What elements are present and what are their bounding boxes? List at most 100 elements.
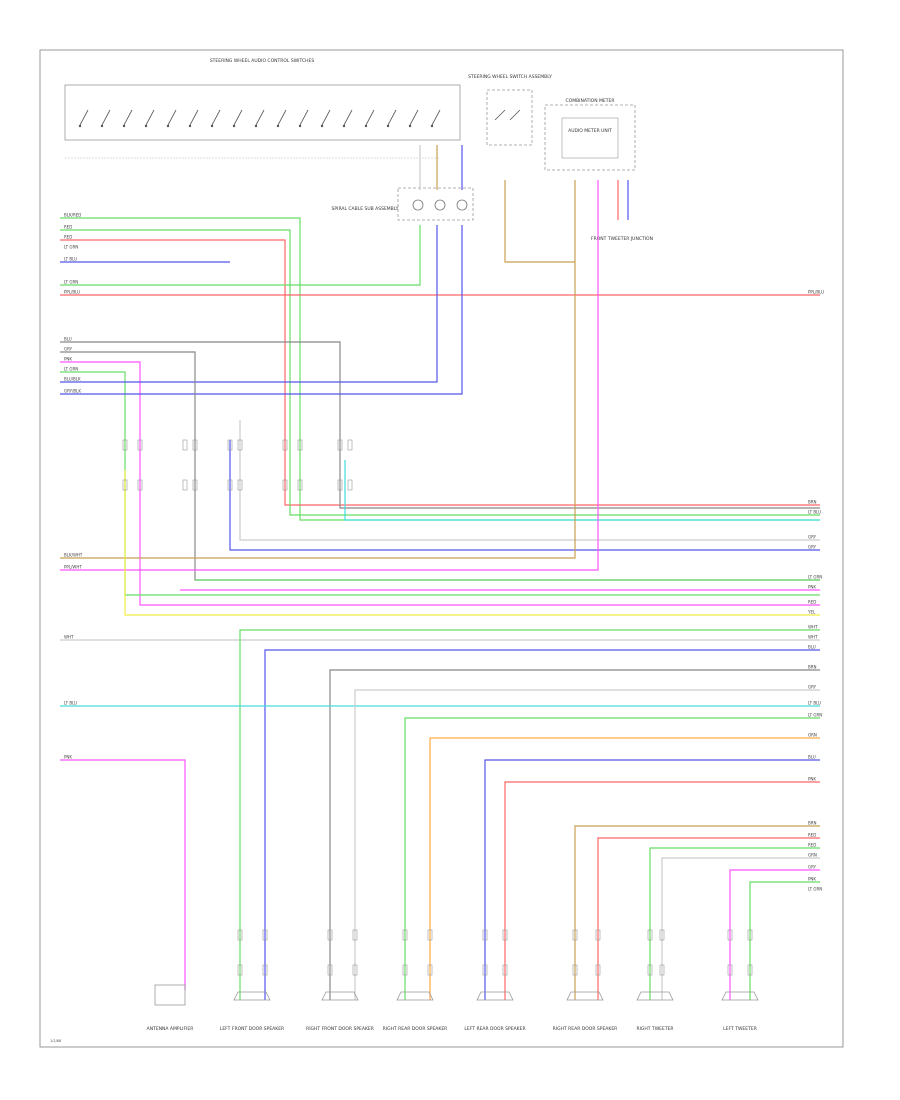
connector-mark [502,964,508,976]
switch-contact-dot [298,124,302,128]
connector-mark [647,929,653,941]
connector-mark [347,439,353,451]
bottom-component-label: RIGHT FRONT DOOR SPEAKER [306,1026,374,1032]
bottom-component-label: RIGHT REAR DOOR SPEAKER [383,1026,448,1032]
left-wire-label: PPL/WHT [64,565,82,570]
wire-blue [264,649,820,1000]
bottom-component-label: RIGHT TWEETER [636,1026,673,1032]
switch-contact [387,109,397,126]
combination-meter-title: COMBINATION METER [566,98,615,104]
left-wire-label: LT GRN [64,280,78,285]
right-wire-label: PNK [808,777,816,782]
wire-lightgray [661,857,820,1000]
switch-contact [101,109,111,126]
connector-mark [182,479,188,491]
wire-gray [60,341,820,509]
wire-green [749,881,820,1000]
wire-yellow [124,470,820,616]
wire-green [239,629,820,1000]
right-wire-label: RED [808,843,816,848]
switch-contact-dot [276,124,280,128]
wire-green [404,717,820,1000]
left-wire-label: LT GRN [64,245,78,250]
wire-pink [729,869,820,1000]
wire-blue [60,225,438,383]
steering-wheel-switch-box: STEERING WHEEL SWITCH ASSEMBLY [468,74,552,146]
connector-mark [572,964,578,976]
connector-mark [352,964,358,976]
switch-contact [277,109,287,126]
left-wire-label: BLK/RED [64,213,81,218]
switch-contact-dot [364,124,368,128]
wire-lightgray [239,420,820,541]
front-tweeter-jct-title: FRONT TWEETER JUNCTION [591,236,653,242]
left-wire-label: RED [64,235,72,240]
spiral-cable: SPIRAL CABLE SUB ASSEMBLY [332,187,474,221]
left-wire-label: LT BLU [64,257,77,262]
connector-mark [337,479,343,491]
wire-gray [60,351,820,581]
connector-mark [237,929,243,941]
wire-green [60,217,820,521]
right-wire-label: GRY [808,865,817,870]
bottom-component-label: ANTENNA AMPLIFIER [147,1026,194,1032]
switch-contact-dot [254,124,258,128]
left-wire-label: BLK/WHT [64,553,83,558]
speaker-symbol [566,991,604,1001]
connector-mark [595,929,601,941]
connector-mark [227,439,233,451]
switch-contact-dot [78,124,82,128]
wire-red [597,837,820,1000]
connector-mark [297,479,303,491]
switch-contact [321,109,331,126]
switch-contact-dot [408,124,412,128]
steering-switches-title: STEERING WHEEL AUDIO CONTROL SWITCHES [210,58,315,64]
wire-blue [229,440,820,551]
wire-tan [574,825,820,1000]
wire-green [649,847,820,1000]
wire-pink [60,759,186,990]
connector-mark [237,964,243,976]
connector-mark [352,929,358,941]
left-wire-label: PNK [64,755,72,760]
right-wire-label: GRY [808,685,817,690]
connector-mark [327,964,333,976]
connector-mark [337,439,343,451]
connector-mark [122,479,128,491]
switch-contact-dot [430,124,434,128]
speaker-symbol [233,991,271,1001]
bottom-component-label: LEFT TWEETER [723,1026,757,1032]
connector-mark [192,439,198,451]
switch-contact [167,109,177,126]
switch-contact [255,109,265,126]
connector-mark [262,929,268,941]
connector-mark [137,479,143,491]
left-wire-label: GRY [64,347,73,352]
connector-mark [227,479,233,491]
connector-mark [427,964,433,976]
right-wire-label: RED [808,600,816,605]
wire-blue [484,759,820,1000]
steering-switches-box: STEERING WHEEL AUDIO CONTROL SWITCHES [64,58,461,159]
wires [60,145,820,1000]
connector-mark [572,929,578,941]
wire-green [60,225,421,286]
left-wire-label: RED [64,225,72,230]
speaker-symbol [636,991,674,1001]
right-wire-label: LT GRN [808,713,822,718]
connector-mark [327,929,333,941]
wire-gray [329,669,820,1000]
connector-mark [297,439,303,451]
connector-mark [282,439,288,451]
wire-red [504,781,820,1000]
wire-blue [60,225,463,395]
connector-mark [482,929,488,941]
connector-mark [727,964,733,976]
connector-mark [747,964,753,976]
connector-mark [402,964,408,976]
wire-green [60,229,820,516]
right-wire-label: BRN [808,665,817,670]
connector-mark [747,929,753,941]
